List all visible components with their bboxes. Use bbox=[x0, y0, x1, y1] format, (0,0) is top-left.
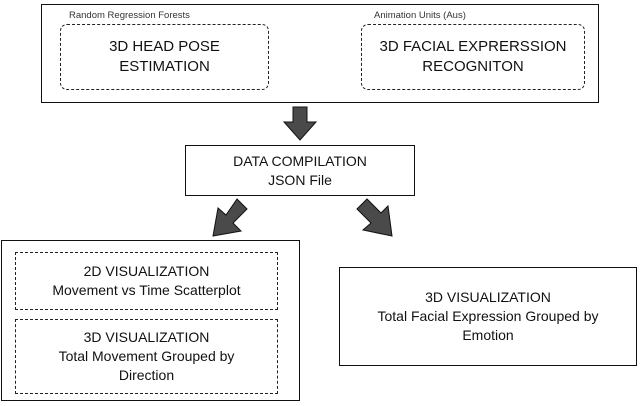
head-pose-method-label: Random Regression Forests bbox=[69, 10, 190, 21]
viz-2d-line1: 2D VISUALIZATION bbox=[83, 263, 210, 279]
viz-3d-movement-box: 3D VISUALIZATION Total Movement Grouped … bbox=[15, 319, 278, 394]
viz-3d-emotion-box: 3D VISUALIZATION Total Facial Expression… bbox=[339, 267, 637, 366]
head-pose-title-line1: 3D HEAD POSE bbox=[109, 38, 220, 55]
arrow-down-left-icon bbox=[212, 198, 248, 237]
data-compilation-line1: DATA COMPILATION bbox=[233, 152, 367, 169]
data-compilation-box: DATA COMPILATION JSON File bbox=[185, 145, 415, 196]
data-compilation-line2: JSON File bbox=[268, 171, 332, 188]
viz-3d-emotion-line2: Total Facial Expression Grouped by bbox=[377, 308, 599, 324]
head-pose-estimation-box: 3D HEAD POSE ESTIMATION bbox=[60, 24, 269, 90]
head-pose-title-line2: ESTIMATION bbox=[119, 58, 210, 75]
viz-3d-movement-line3: Direction bbox=[118, 367, 175, 383]
viz-3d-movement-line1: 3D VISUALIZATION bbox=[83, 329, 210, 345]
arrow-down-right-icon bbox=[356, 198, 393, 237]
viz-2d-scatterplot-box: 2D VISUALIZATION Movement vs Time Scatte… bbox=[15, 252, 278, 310]
viz-3d-movement-line2: Total Movement Grouped by bbox=[58, 348, 235, 364]
facial-title-line1: 3D FACIAL EXPRERSSION bbox=[379, 38, 567, 55]
facial-expression-box: 3D FACIAL EXPRERSSION RECOGNITON bbox=[361, 24, 585, 90]
viz-3d-emotion-line3: Emotion bbox=[462, 327, 514, 343]
facial-title-line2: RECOGNITON bbox=[422, 58, 524, 75]
viz-3d-emotion-line1: 3D VISUALIZATION bbox=[425, 289, 551, 305]
facial-method-label: Animation Units (Aus) bbox=[374, 10, 466, 21]
viz-2d-line2: Movement vs Time Scatterplot bbox=[52, 282, 241, 298]
arrow-down-icon bbox=[282, 106, 318, 141]
